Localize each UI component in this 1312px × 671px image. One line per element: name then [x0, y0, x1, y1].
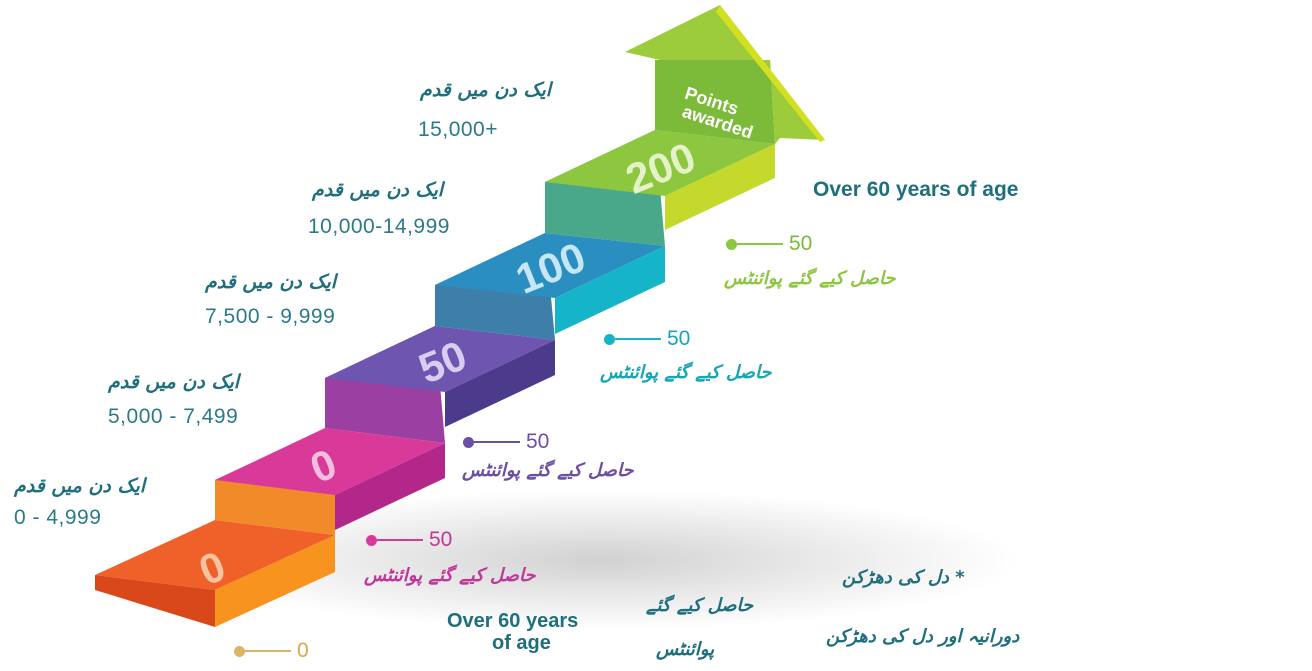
step-5-awarded-row: 50 [726, 232, 812, 256]
step-3-leader-line [474, 441, 520, 443]
step-5-range: 15,000+ [418, 118, 498, 141]
step-3-dot [463, 436, 474, 448]
step-3-label-urdu: ایک دن میں قدم [205, 271, 337, 293]
step-3-range: 7,500 - 9,999 [205, 305, 336, 328]
step-1-top [95, 520, 335, 590]
step-3-awarded-row: 50 [463, 430, 549, 454]
step-1-awarded-row: 0 [234, 639, 309, 663]
step-3-top [325, 326, 555, 392]
step-1-label-urdu: ایک دن میں قدم [14, 475, 146, 497]
step-2-top [215, 428, 445, 495]
step-5-front [665, 144, 775, 230]
footer-points-line2: پوائنٹس [656, 639, 715, 660]
step-2-dot [366, 534, 377, 546]
step-4-leader-line [615, 338, 661, 340]
step-5-top [545, 130, 775, 196]
step-2-awarded-urdu: حاصل کیے گئے پوائنٹس [364, 565, 536, 586]
step-1-leader-line [245, 650, 291, 652]
arrow-edge [716, 5, 825, 142]
step-3-front [445, 340, 555, 427]
step-4-awarded: 50 [667, 327, 691, 350]
step-2-awarded-row: 50 [366, 528, 452, 552]
step-5-label-urdu: ایک دن میں قدم [420, 79, 552, 101]
footer-points-line1: حاصل کیے گئے [646, 595, 754, 616]
step-2-awarded: 50 [429, 528, 453, 551]
step-5-dot [726, 238, 737, 250]
step-5-awarded: 50 [789, 232, 813, 255]
step-5-awarded-urdu: حاصل کیے گئے پوائنٹس [724, 268, 896, 289]
step-4-label-urdu: ایک دن میں قدم [312, 179, 444, 201]
floor-shadow [180, 490, 1020, 630]
footer-age-line2: of age [492, 632, 551, 654]
arrow-head [625, 5, 825, 144]
footer-heart-rate: دل کی دھڑکن * [842, 567, 965, 588]
side-heading: Over 60 years of age [813, 178, 1019, 201]
step-1-range: 0 - 4,999 [14, 506, 102, 529]
step-2-leader-line [377, 539, 423, 541]
step-4-top [435, 233, 665, 298]
step-4-awarded-urdu: حاصل کیے گئے پوائنٹس [600, 362, 772, 383]
step-4-range: 10,000-14,999 [308, 215, 450, 238]
footer-duration: دورانیہ اور دل کی دھڑکن [826, 626, 1020, 647]
step-1-awarded: 0 [297, 639, 309, 662]
step-1-left [95, 575, 215, 627]
up-arrow [625, 5, 825, 144]
step-4-front [555, 246, 665, 334]
step-2-front [335, 443, 445, 530]
step-1-front [215, 535, 335, 627]
step-4-awarded-row: 50 [604, 327, 690, 351]
step-3-awarded-urdu: حاصل کیے گئے پوائنٹس [462, 460, 634, 481]
step-2-label-urdu: ایک دن میں قدم [108, 371, 240, 393]
step-3-awarded: 50 [526, 430, 550, 453]
step-4-dot [604, 333, 615, 345]
step-2-range: 5,000 - 7,499 [108, 405, 239, 428]
step-1-dot [234, 645, 245, 657]
step-5 [545, 130, 775, 230]
footer-age-line1: Over 60 years [447, 610, 579, 632]
step-5-leader-line [737, 243, 783, 245]
arrow-shaft [655, 60, 775, 144]
